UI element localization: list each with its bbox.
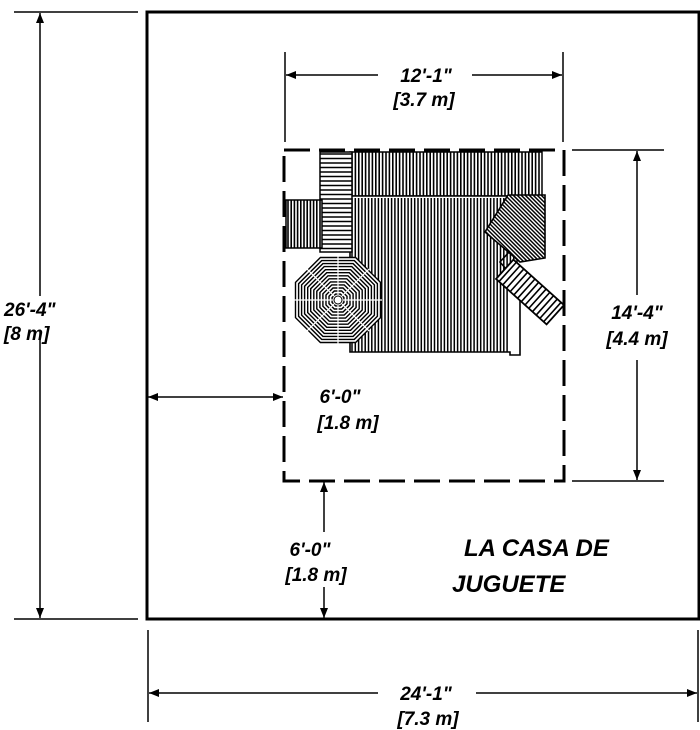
slide-deck-board (535, 195, 545, 262)
main-deck (349, 195, 521, 356)
octagon-seam (337, 268, 370, 301)
octagon-ring (328, 290, 348, 310)
slide-deck-board (491, 195, 545, 262)
slide-deck-board (485, 195, 541, 262)
octagon-seam (306, 299, 339, 332)
front-clearance-metric: [1.8 m] (284, 565, 347, 586)
slide-stairs-tread (509, 271, 529, 293)
octagon-ring (316, 278, 360, 322)
play-width-metric: [3.7 m] (392, 90, 455, 111)
upper-deck (349, 151, 543, 197)
slide-deck-board (485, 195, 545, 262)
side-clearance-imperial: 6'-0" (320, 387, 362, 408)
slide-stairs-tread (498, 261, 517, 283)
product-title-line2: JUGUETE (452, 571, 566, 598)
front-clearance-imperial: 6'-0" (290, 540, 332, 561)
octagon-seam (337, 299, 370, 332)
side-clearance-metric: [1.8 m] (316, 413, 379, 434)
side-ladder (285, 199, 323, 249)
slide-deck-board (485, 195, 533, 262)
slide-deck-board (499, 195, 545, 262)
slide-deck-board (523, 195, 545, 262)
play-area-boundary (282, 148, 566, 483)
octagon-ring (307, 269, 369, 331)
total-area-boundary (145, 10, 700, 621)
slide-deck-board (515, 195, 545, 262)
total-width-imperial: 24'-1" (399, 684, 453, 705)
octagon-ring (310, 272, 366, 328)
slide-deck-board (511, 195, 545, 262)
octagon-center (333, 295, 343, 305)
octagon-ring (331, 293, 345, 307)
slide-deck-board (495, 195, 545, 262)
octagon-ring (300, 262, 376, 338)
slide-deck-board (548, 190, 628, 270)
octagon-ring (322, 284, 354, 316)
play-depth-metric: [4.4 m] (605, 329, 668, 350)
play-width-imperial: 12'-1" (400, 66, 453, 87)
slide-deck-board (507, 195, 545, 262)
slide-deck-board (543, 195, 545, 262)
slide-deck-board (485, 195, 537, 262)
play-depth-imperial: 14'-4" (611, 303, 664, 324)
octagon-ring (313, 275, 363, 325)
slide-deck-board (485, 195, 529, 262)
slide-stairs-tread (543, 301, 562, 323)
left-stairs (319, 151, 353, 253)
total-depth-imperial: 26'-4" (3, 300, 57, 321)
slide-stairs-tread (531, 291, 551, 313)
slide-deck-board (539, 195, 545, 262)
slide-stairs-tread (535, 295, 555, 316)
slide-deck-board (519, 195, 545, 262)
octagon-seam (306, 268, 339, 301)
product-title-line1: LA CASA DE (464, 535, 610, 562)
total-depth-metric: [8 m] (3, 324, 50, 345)
slide-stairs-tread (502, 265, 521, 286)
slide-deck-board (556, 190, 636, 270)
slide-stairs-tread (513, 275, 532, 296)
slide-stairs-tread (524, 285, 544, 306)
playset-structure (285, 151, 636, 356)
slide-stairs (494, 258, 566, 326)
total-width-metric: [7.3 m] (396, 709, 459, 730)
octagon-ring (303, 265, 373, 335)
octagon-ring (297, 259, 379, 341)
slide-deck-board (503, 195, 545, 262)
octagon-ring (319, 281, 357, 319)
slide-stairs-tread (539, 298, 558, 319)
slide-deck-board (527, 195, 545, 262)
slide-stairs-body (494, 258, 566, 326)
slide-deck-board (485, 195, 545, 262)
slide-stairs-tread (516, 278, 536, 299)
octagon-deck (294, 256, 382, 344)
slide-stairs-tread (528, 288, 547, 309)
octagon-ring (325, 287, 351, 313)
slide-stairs-tread (505, 268, 525, 289)
slide-stairs-tread (520, 281, 540, 303)
